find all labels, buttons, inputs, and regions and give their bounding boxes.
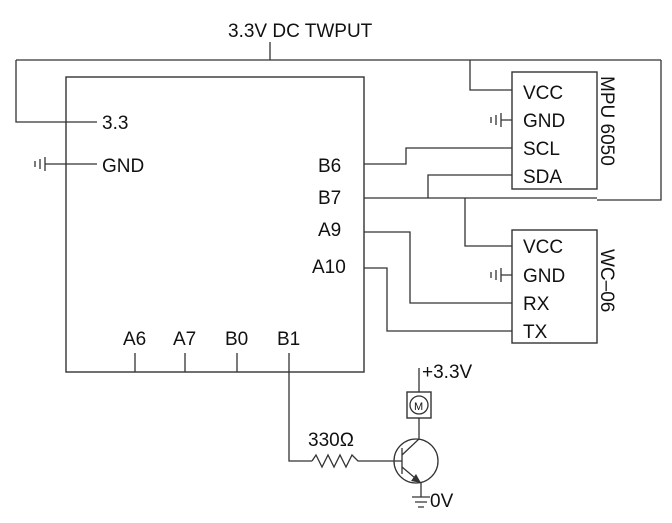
wc-pin-rx-label: RX (523, 294, 550, 315)
tx-wire (364, 267, 512, 332)
mcu-pin-3v3-label: 3.3 (102, 113, 128, 134)
mcu-pin-b6-label: B6 (318, 156, 341, 177)
mcu-pin-gnd-label: GND (102, 156, 144, 177)
mpu-pin-gnd-label: GND (523, 111, 565, 132)
motor-icon: M (406, 391, 432, 419)
mcu-pin-b7-label: B7 (318, 188, 341, 209)
mcu-pin-a6-label: A6 (123, 329, 146, 350)
wc-pin-vcc-label: VCC (523, 237, 563, 258)
rx-wire (364, 231, 512, 304)
mpu-box (511, 71, 598, 190)
ground-icon (490, 113, 512, 127)
mcu-pin-a10-label: A10 (312, 257, 346, 278)
ground-icon (490, 268, 512, 282)
resistor-icon (311, 453, 402, 469)
motor-supply-label: +3.3V (422, 362, 473, 383)
resistor-label: 330Ω (308, 430, 354, 451)
mpu-pin-sda-label: SDA (523, 167, 562, 188)
wc-title: WC–06 (596, 249, 617, 312)
ground-icon (412, 490, 430, 508)
mcu-bottom-pin-stubs (134, 353, 238, 372)
supply-wire (15, 42, 662, 201)
wc-pin-gnd-label: GND (523, 266, 565, 287)
supply-label: 3.3V DC TWPUT (228, 21, 373, 42)
b1-wire (288, 353, 312, 462)
mcu-pin-a9-label: A9 (318, 220, 341, 241)
wc-vcc-wire (464, 198, 512, 247)
scl-wire (364, 147, 512, 165)
mpu-title: MPU 6050 (596, 76, 617, 166)
mpu-pin-scl-label: SCL (523, 139, 560, 160)
mpu-pin-vcc-label: VCC (523, 83, 563, 104)
mcu-pin-b1-label: B1 (277, 329, 300, 350)
wc-box (511, 229, 598, 344)
mcu-pin-a7-label: A7 (173, 329, 196, 350)
sda-wire (427, 174, 512, 198)
mcu-pin-b0-label: B0 (225, 329, 248, 350)
ground-label: 0V (430, 491, 454, 512)
wc-pin-tx-label: TX (523, 322, 548, 343)
npn-transistor-icon (393, 436, 439, 490)
mcu-box (65, 76, 365, 373)
ground-icon (34, 157, 97, 171)
motor-symbol: M (414, 401, 423, 413)
